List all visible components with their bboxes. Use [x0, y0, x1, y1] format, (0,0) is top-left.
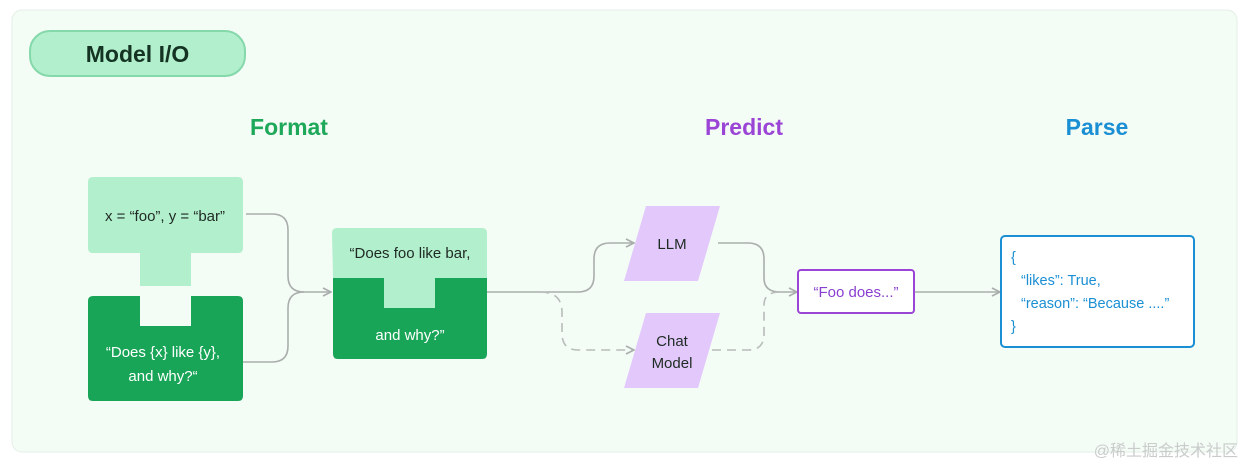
- prompt-text-line1: “Does foo like bar,: [350, 245, 471, 262]
- connector-prompt-to-chat-model: [539, 291, 634, 350]
- parsed-close-brace: }: [1011, 319, 1016, 335]
- section-predict-heading: Predict: [705, 114, 783, 140]
- model-output-text: “Foo does...”: [813, 284, 898, 301]
- title-pill: Model I/O: [29, 30, 246, 77]
- connector-prompt-to-llm: [487, 243, 634, 293]
- connector-variables-to-prompt: [246, 213, 331, 292]
- parsed-output-box: { “likes”: True, “reason”: “Because ....…: [1000, 235, 1195, 348]
- llm-label: LLM: [657, 236, 686, 253]
- connector-template-to-prompt: [243, 291, 305, 363]
- prompt-text-line2: and why?”: [375, 327, 444, 344]
- parsed-line-reason: “reason”: “Because ....”: [1021, 296, 1169, 312]
- diagram-title: Model I/O: [86, 41, 190, 67]
- parsed-open-brace: {: [1011, 250, 1016, 266]
- llm-node: LLM: [624, 206, 720, 281]
- connector-chat-model-to-output: [712, 291, 781, 351]
- watermark-text: @稀土掘金技术社区: [1094, 442, 1238, 460]
- connector-llm-to-output: [718, 242, 797, 292]
- template-text-line1: “Does {x} like {y},: [106, 344, 220, 361]
- chat-model-label-line2: Model: [652, 355, 693, 372]
- section-format-heading: Format: [250, 114, 328, 140]
- chat-model-label-line1: Chat: [656, 333, 689, 350]
- variables-text: x = “foo”, y = “bar”: [105, 208, 225, 225]
- section-parse-heading: Parse: [1066, 114, 1129, 140]
- parsed-line-likes: “likes”: True,: [1021, 273, 1101, 289]
- formatted-prompt-block: “Does foo like bar, and why?”: [332, 228, 487, 359]
- diagram-background: [11, 9, 1238, 453]
- template-block: “Does {x} like {y}, and why?“: [88, 296, 243, 401]
- template-text-line2: and why?“: [128, 368, 197, 385]
- chat-model-node: Chat Model: [624, 313, 720, 388]
- model-output-box: “Foo does...”: [797, 269, 915, 314]
- variables-block: x = “foo”, y = “bar”: [88, 177, 243, 286]
